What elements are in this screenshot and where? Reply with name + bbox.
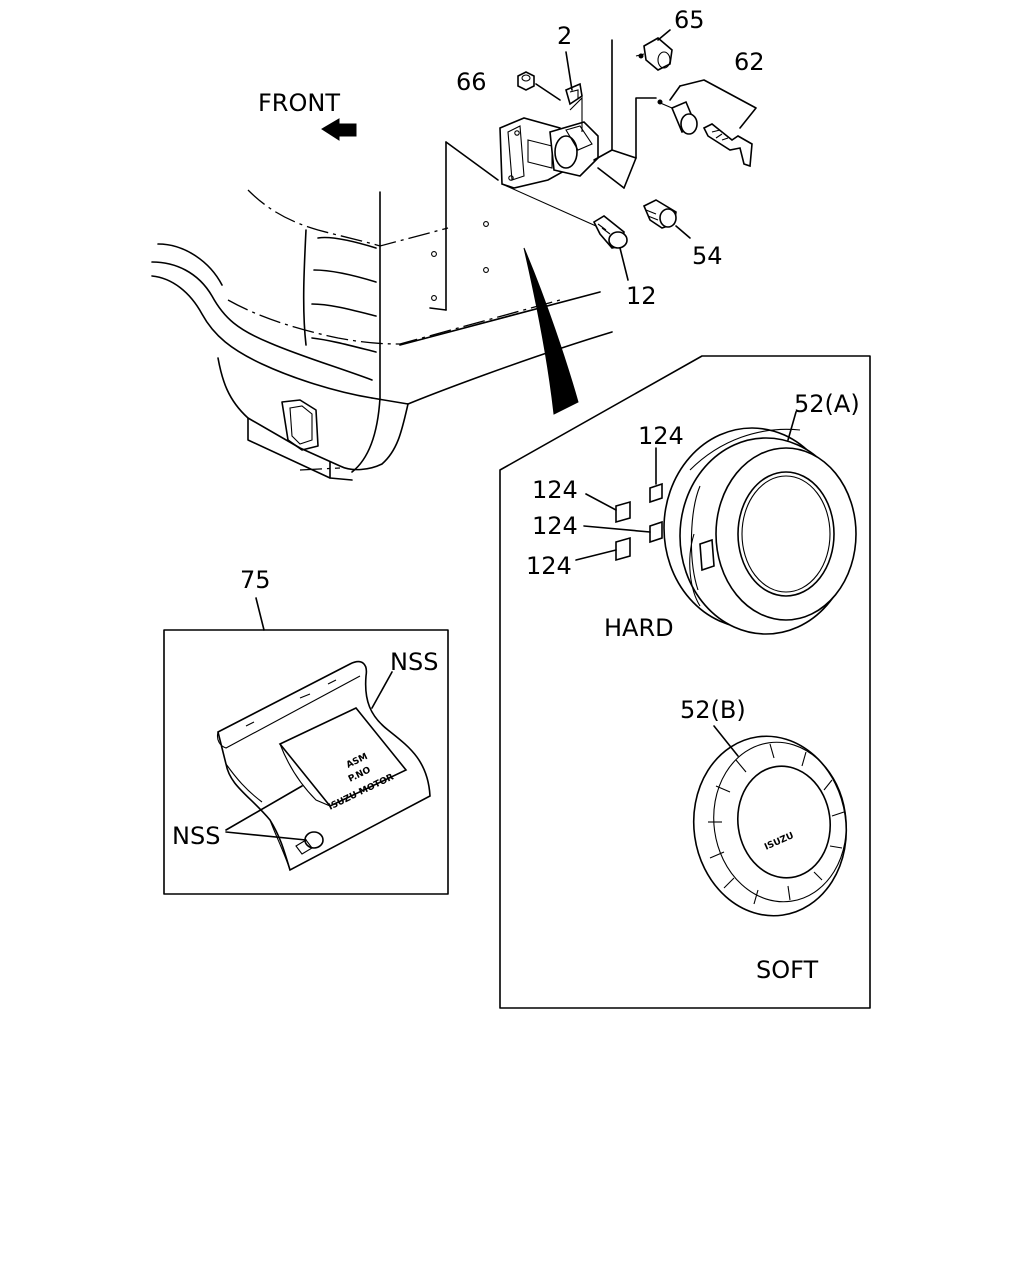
label-part-66: 66 bbox=[456, 68, 487, 96]
part-66-nut bbox=[517, 71, 561, 101]
fuel-lid-hinge-assembly bbox=[499, 39, 657, 189]
label-hard: HARD bbox=[604, 614, 674, 642]
label-part-124-b: 124 bbox=[532, 512, 578, 540]
label-nss-top: NSS bbox=[390, 648, 438, 676]
part-62-lock-and-key bbox=[657, 79, 757, 168]
front-label: FRONT bbox=[258, 89, 340, 117]
spare-cover-detail-panel: 52(A) 124 124 124 124 HARD bbox=[499, 355, 871, 1009]
part-54-bolt bbox=[642, 199, 691, 239]
detail-pointer-arrow bbox=[523, 247, 579, 415]
label-part-52b: 52(B) bbox=[680, 696, 746, 724]
label-part-12: 12 bbox=[626, 282, 657, 310]
part-65-cap bbox=[635, 29, 673, 71]
label-part-54: 54 bbox=[692, 242, 723, 270]
label-part-52a: 52(A) bbox=[794, 390, 860, 418]
label-part-124-a: 124 bbox=[532, 476, 578, 504]
label-part-75: 75 bbox=[240, 566, 271, 594]
clip-pads-124 bbox=[575, 447, 663, 562]
vehicle-rear-body bbox=[151, 141, 613, 481]
label-part-124-c: 124 bbox=[526, 552, 572, 580]
label-part-65: 65 bbox=[674, 6, 705, 34]
soft-spare-cover: ISUZU bbox=[692, 735, 848, 917]
hard-spare-cover bbox=[663, 427, 857, 635]
label-part-2: 2 bbox=[557, 22, 572, 50]
front-arrow-icon bbox=[321, 118, 357, 141]
part-12-screw bbox=[501, 183, 629, 281]
label-part-124-top: 124 bbox=[638, 422, 684, 450]
front-indicator: FRONT bbox=[258, 89, 357, 141]
label-soft: SOFT bbox=[756, 956, 819, 984]
label-nss-bottom: NSS bbox=[172, 822, 220, 850]
label-plate-panel: 75 ASM P.NO ISUZU MOTOR NSS NSS bbox=[163, 566, 449, 895]
label-part-62: 62 bbox=[734, 48, 765, 76]
